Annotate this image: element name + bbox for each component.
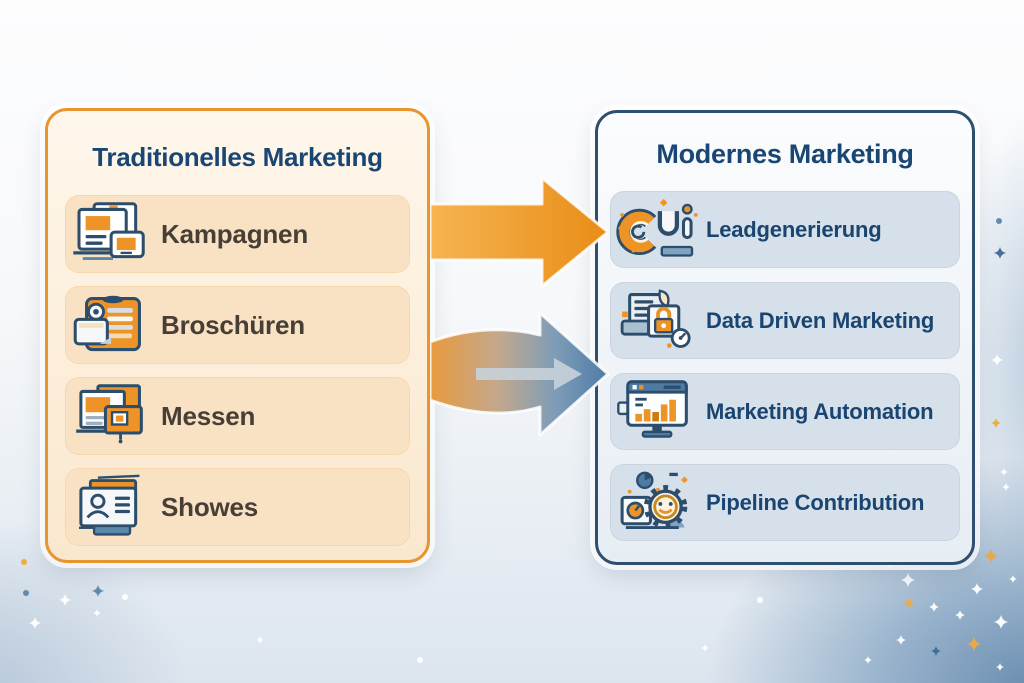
sparkle-dot <box>21 559 27 565</box>
list-item-marketing-automation: Marketing Automation <box>610 373 960 450</box>
sparkle-star <box>967 637 981 651</box>
traditional-marketing-panel: Traditionelles Marketing <box>45 108 430 563</box>
sparkle-star <box>971 583 983 595</box>
sparkle-star <box>991 418 1001 428</box>
item-label: Pipeline Contribution <box>706 489 925 515</box>
sparkle-star <box>93 609 101 617</box>
trade-fair-icon <box>65 382 161 450</box>
sparkle-star <box>955 610 965 620</box>
transition-gradient-arrow <box>430 311 610 437</box>
analytics-monitor-icon <box>610 378 706 446</box>
traditional-to-modern-arrow <box>430 176 610 288</box>
sparkle-star <box>984 549 998 563</box>
list-item-messen: Messen <box>65 377 410 455</box>
data-security-icon <box>610 287 706 355</box>
sparkle-dot <box>417 657 423 663</box>
sparkle-star <box>996 663 1004 671</box>
inner-gray-arrow <box>476 358 582 390</box>
pipeline-gear-icon <box>610 469 706 537</box>
sparkle-dot <box>23 590 29 596</box>
modern-panel-title: Modernes Marketing <box>656 139 914 169</box>
campaign-devices-icon <box>65 200 161 268</box>
sparkle-star <box>991 354 1003 366</box>
sparkle-star <box>901 573 915 587</box>
sparkle-star <box>1000 468 1008 476</box>
sparkle-star <box>994 615 1008 629</box>
sparkle-star <box>1002 483 1010 491</box>
list-item-pipeline-contribution: Pipeline Contribution <box>610 464 960 541</box>
sparkle-star <box>92 585 104 597</box>
traditional-panel-title: Traditionelles Marketing <box>92 142 383 172</box>
sparkle-star <box>1009 575 1017 583</box>
sparkle-star <box>896 635 906 645</box>
list-item-showes: Showes <box>65 468 410 546</box>
item-label: Showes <box>161 491 259 522</box>
sparkle-star <box>59 594 71 606</box>
sparkle-star <box>929 602 939 612</box>
modern-item-list: Leadgenerierung <box>610 191 960 541</box>
modern-marketing-panel: Modernes Marketing <box>595 110 975 565</box>
sparkle-star <box>256 636 264 644</box>
sparkle-star <box>701 644 709 652</box>
list-item-kampagnen: Kampagnen <box>65 195 410 273</box>
sparkle-star <box>994 247 1006 259</box>
item-label: Kampagnen <box>161 218 309 249</box>
sparkle-dot <box>757 597 763 603</box>
item-label: Marketing Automation <box>706 398 934 424</box>
sparkle-star <box>903 597 915 609</box>
item-label: Leadgenerierung <box>706 216 882 242</box>
sparkle-dot <box>122 594 128 600</box>
item-label: Data Driven Marketing <box>706 307 935 333</box>
sparkle-star <box>864 656 872 664</box>
item-label: Messen <box>161 400 256 431</box>
sparkle-star <box>29 617 41 629</box>
traditional-item-list: Kampagnen <box>65 195 410 546</box>
list-item-broschueren: Broschüren <box>65 286 410 364</box>
sparkle-dot <box>996 218 1002 224</box>
item-label: Broschüren <box>161 309 305 340</box>
lead-magnet-icon <box>610 196 706 264</box>
brochure-icon <box>65 291 161 359</box>
sparkle-star <box>931 646 941 656</box>
list-item-leadgenerierung: Leadgenerierung <box>610 191 960 268</box>
list-item-data-driven-marketing: Data Driven Marketing <box>610 282 960 359</box>
id-badge-icon <box>65 473 161 541</box>
